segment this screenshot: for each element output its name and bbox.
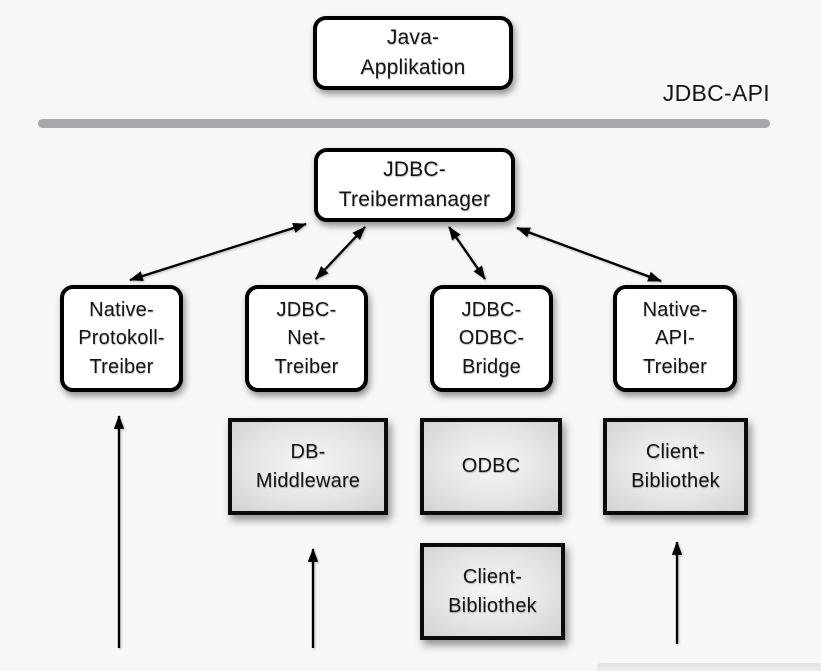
jdbc-api-divider-line	[38, 119, 770, 128]
node-client-bibliothek-unten: Client- Bibliothek	[420, 543, 565, 640]
node-native-api-treiber: Native- API- Treiber	[613, 285, 737, 392]
node-native-protokoll-treiber: Native- Protokoll- Treiber	[60, 285, 183, 392]
node-db-middleware: DB- Middleware	[228, 418, 388, 515]
node-odbc: ODBC	[420, 418, 562, 515]
arrow-treibermanager-native-api	[516, 226, 662, 283]
node-client-bibliothek-rechts: Client- Bibliothek	[603, 418, 748, 515]
node-jdbc-treibermanager: JDBC- Treibermanager	[314, 148, 515, 222]
arrow-treibermanager-jdbc-net	[315, 226, 366, 280]
arrow-treibermanager-jdbc-odbc	[448, 226, 486, 280]
arrow-treibermanager-native-protokoll	[129, 222, 307, 282]
node-java-applikation: Java- Applikation	[313, 16, 513, 90]
node-jdbc-odbc-bridge: JDBC- ODBC- Bridge	[430, 285, 553, 392]
node-jdbc-net-treiber: JDBC- Net- Treiber	[245, 285, 368, 392]
jdbc-api-label: JDBC-API	[662, 80, 770, 106]
offscreen-box-shadow	[597, 663, 821, 671]
